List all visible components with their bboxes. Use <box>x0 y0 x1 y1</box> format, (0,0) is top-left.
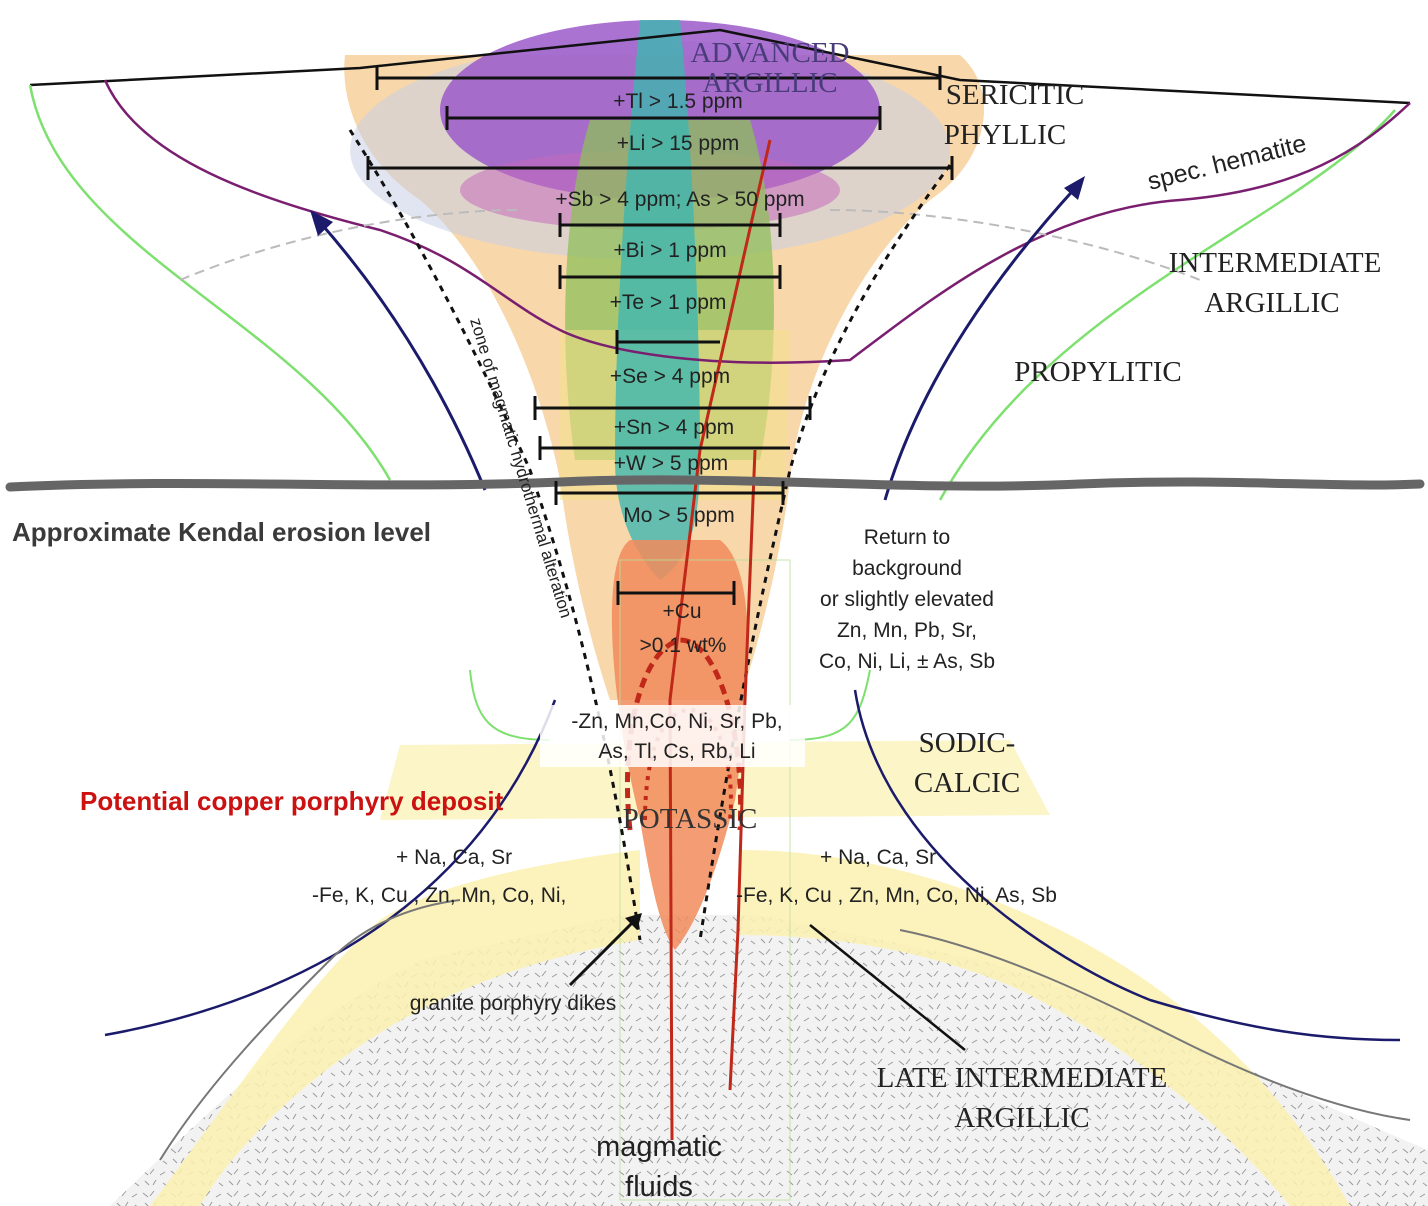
label-late-argillic: ARGILLIC <box>954 1102 1089 1134</box>
granite-pointer-arrowhead <box>625 913 642 930</box>
sodic-calcic-zone-right <box>740 850 1350 1206</box>
alteration-zone-left <box>348 129 642 941</box>
threshold-tl: +Tl > 1.5 ppm <box>613 90 743 113</box>
potential-deposit-inner <box>643 707 733 821</box>
label-late-intermediate: LATE INTERMEDIATE <box>877 1062 1168 1094</box>
left-sodic-loss: -Fe, K, Cu , Zn, Mn, Co, Ni, <box>312 884 566 907</box>
arrowhead-right <box>1064 176 1085 200</box>
label-sodic: SODIC- <box>919 727 1016 759</box>
left-sodic-gain: + Na, Ca, Sr <box>396 846 512 869</box>
right-sodic-gain: + Na, Ca, Sr <box>820 846 936 869</box>
threshold-li: +Li > 15 ppm <box>617 132 740 155</box>
label-advanced-argillic-1: ADVANCED <box>691 37 850 69</box>
propylitic-boundary-right <box>938 109 1396 501</box>
propylitic-boundary-lower-right <box>789 669 871 741</box>
granite-boundary-left <box>159 899 461 1161</box>
teal-core-column <box>615 20 700 580</box>
background-note-line-2: background <box>852 557 962 580</box>
label-intermediate-argillic: ARGILLIC <box>1204 287 1339 319</box>
arrowhead-left <box>310 210 333 236</box>
label-potential-deposit: Potential copper porphyry deposit <box>80 786 504 816</box>
threshold-sb-as: +Sb > 4 ppm; As > 50 ppm <box>555 188 804 211</box>
label-fluids: fluids <box>625 1171 693 1203</box>
threshold-sn: +Sn > 4 ppm <box>614 416 734 439</box>
label-erosion-level: Approximate Kendal erosion level <box>12 517 431 547</box>
background-note-line-3: or slightly elevated <box>820 588 994 611</box>
label-propylitic: PROPYLITIC <box>1014 356 1182 388</box>
propylitic-boundary-left <box>28 84 392 481</box>
threshold-te: +Te > 1 ppm <box>610 291 727 314</box>
label-spec-hematite: spec. hematite <box>1145 129 1310 196</box>
threshold-bi: +Bi > 1 ppm <box>613 239 726 262</box>
sodic-boundary-right <box>853 689 1401 1042</box>
granite-pointer-line <box>568 918 637 987</box>
background-note-line-4: Zn, Mn, Pb, Sr, <box>837 619 977 642</box>
fluid-flow-arrow-left <box>316 219 487 491</box>
intermediate-argillic-outline <box>179 209 1201 281</box>
background-note-line-5: Co, Ni, Li, ± As, Sb <box>819 650 995 673</box>
hematite-boundary <box>103 79 1411 364</box>
threshold-cu-grade: >0.1 wt% <box>640 634 727 657</box>
erosion-level-line <box>5 475 1425 492</box>
threshold-se: +Se > 4 ppm <box>610 365 730 388</box>
right-sodic-loss: -Fe, K, Cu , Zn, Mn, Co, Ni, As, Sb <box>736 884 1057 907</box>
label-magmatic: magmatic <box>596 1131 722 1163</box>
propylitic-boundary-lower-left <box>469 669 551 741</box>
background-note-line-1: Return to <box>864 526 950 549</box>
threshold-mo: Mo > 5 ppm <box>623 504 734 527</box>
fluid-flow-arrow-right <box>883 183 1080 501</box>
late-argillic-pointer-line <box>809 924 966 1051</box>
label-potassic: POTASSIC <box>623 803 758 835</box>
sodic-boundary-left <box>104 699 557 1037</box>
sodic-calcic-zone-left <box>150 850 640 1206</box>
depletion-note-box <box>540 705 805 767</box>
granite-boundary-right <box>899 929 1411 1121</box>
threshold-cu: +Cu <box>662 600 701 623</box>
paleosurface-line <box>29 28 1411 105</box>
threshold-w: +W > 5 ppm <box>614 452 728 475</box>
depletion-note-line-1: -Zn, Mn,Co, Ni, Sr, Pb, <box>571 710 782 733</box>
label-intermediate: INTERMEDIATE <box>1169 247 1382 279</box>
label-phyllic: PHYLLIC <box>944 119 1066 151</box>
label-granite-dikes: granite porphyry dikes <box>410 992 617 1015</box>
label-sericitic: SERICITIC <box>946 79 1085 111</box>
label-advanced-argillic-2: ARGILLIC <box>702 67 837 99</box>
magmatic-fluid-line-1 <box>668 139 772 1141</box>
label-calcic: CALCIC <box>914 767 1020 799</box>
hatched-column <box>619 559 791 1201</box>
threshold-bars <box>366 66 954 605</box>
depletion-note-line-2: As, Tl, Cs, Rb, Li <box>598 740 755 763</box>
